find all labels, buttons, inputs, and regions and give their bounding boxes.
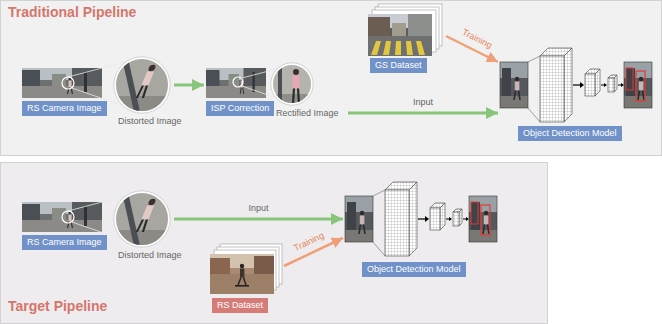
illustration-part [210,254,274,294]
pipeline-panel: Traditional Pipeline RS Camera Image ISP C… [0,0,662,156]
illustration-part [1,1,662,156]
pipeline-panel: Target Pipeline RS Camera ImageObject Det… [0,162,548,324]
illustration-part [500,48,652,122]
illustration-part [271,63,313,105]
arrow-label: Training [290,229,327,254]
dataset-block: GS Dataset [366,4,446,75]
arrow-label: Input [411,97,435,108]
image-block: RS Camera Image [20,192,174,252]
illustration-part [233,77,243,87]
illustration-part-part [272,64,312,104]
flow-arrow [174,84,204,87]
illustration-part [272,64,312,104]
flow-arrow [348,112,498,115]
image-label: RS Camera Image [22,101,107,116]
image-caption: Distorted Image [118,250,182,261]
model-block: Object Detection Model [498,40,658,144]
image-block: RS Camera Image [20,58,174,118]
dataset-label: GS Dataset [370,58,427,73]
panel-title: Target Pipeline [8,298,107,315]
illustration-part [272,64,312,104]
arrow-label: Input [246,203,270,214]
image-caption: Rectified Image [276,108,339,119]
image-label: ISP Correction [206,101,274,116]
dataset-label: RS Dataset [212,298,268,313]
illustration-part-part [293,76,300,89]
illustration-part [345,182,497,256]
panel-title: Traditional Pipeline [8,4,136,21]
image-caption: Distorted Image [118,116,182,127]
illustration-part-part [293,69,299,75]
arrow-label: Training [458,26,495,52]
illustration-part [368,14,432,56]
dataset-block: RS Dataset [208,244,284,315]
model-label: Object Detection Model [362,262,466,277]
illustration-part [206,68,266,98]
illustration-part [1,163,548,324]
illustration-part-part [293,89,299,105]
image-label: RS Camera Image [22,235,107,250]
flow-arrow [174,218,343,221]
model-block: Object Detection Model [343,178,501,279]
model-label: Object Detection Model [518,126,622,141]
